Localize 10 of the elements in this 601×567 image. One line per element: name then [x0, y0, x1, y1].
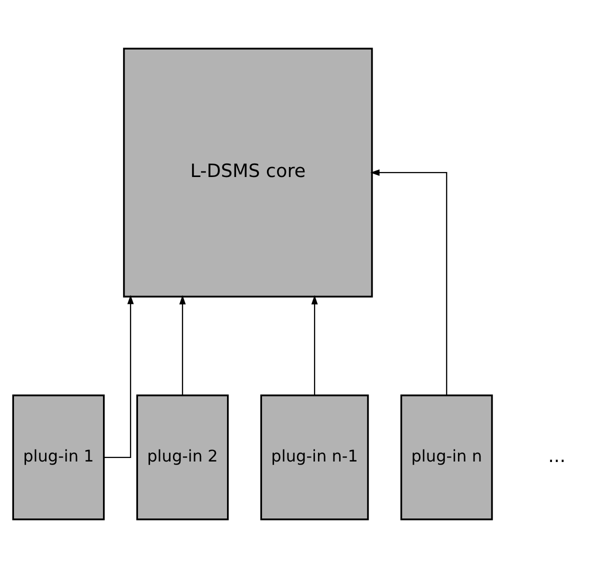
node-box: plug-in 1 — [12, 394, 105, 520]
arrow — [370, 168, 448, 395]
arrow — [179, 294, 186, 395]
node-box: L-DSMS core — [123, 47, 373, 297]
node-box: plug-in 2 — [136, 394, 229, 520]
node-box: plug-in n-1 — [260, 394, 369, 520]
label: ... — [548, 445, 566, 466]
arrow — [104, 294, 134, 458]
arrow — [311, 294, 318, 395]
node-box: plug-in n — [400, 394, 493, 520]
